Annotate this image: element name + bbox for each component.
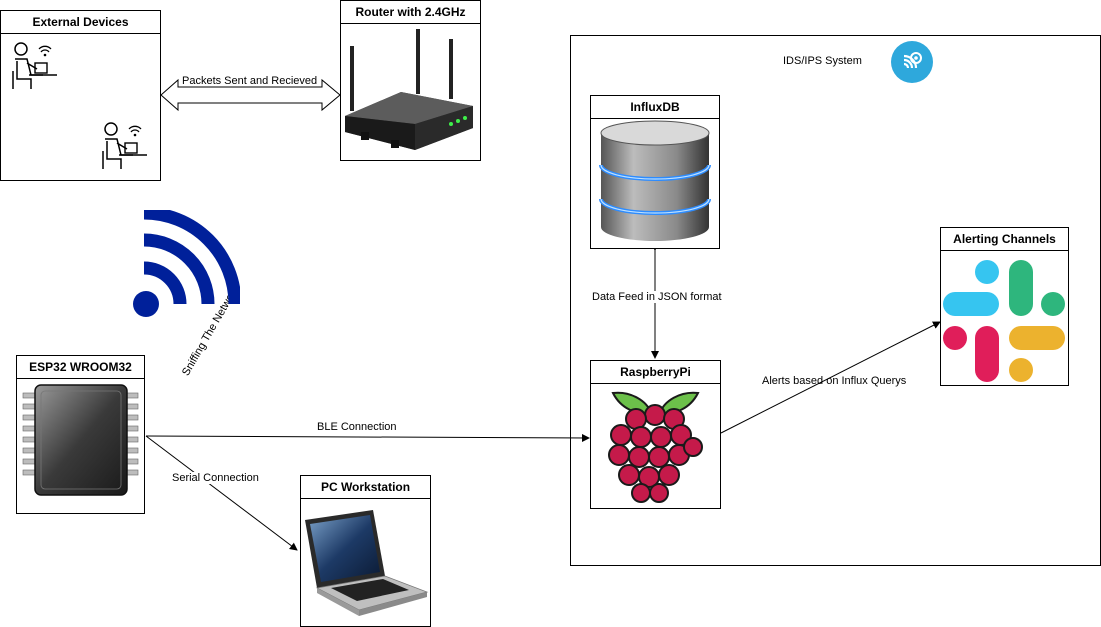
node-esp32: ESP32 WROOM32 (16, 355, 145, 514)
person-laptop-icon (12, 42, 57, 89)
alerts-edge (720, 321, 941, 434)
node-pc: PC Workstation (300, 475, 431, 627)
ids-ips-label: IDS/IPS System (783, 55, 862, 67)
node-raspberrypi: RaspberryPi (590, 360, 721, 509)
wifi-icon (133, 210, 240, 317)
data-feed-label: Data Feed in JSON format (592, 291, 722, 303)
laptop-icon (305, 510, 429, 616)
node-title: InfluxDB (591, 96, 719, 119)
raspberry-icon (608, 391, 703, 503)
chip-icon (22, 384, 139, 496)
node-title: PC Workstation (301, 476, 430, 499)
packets-label: Packets Sent and Recieved (182, 75, 318, 87)
node-influxdb: InfluxDB (590, 95, 720, 249)
alerts-label: Alerts based on Influx Querys (762, 375, 907, 387)
person-laptop-icon (102, 122, 147, 169)
ids-wifi-icon (891, 41, 933, 83)
serial-edge (145, 435, 298, 551)
node-router: Router with 2.4GHz (340, 0, 481, 161)
node-alerting: Alerting Channels (940, 227, 1069, 386)
serial-label: Serial Connection (172, 472, 259, 484)
node-title: Router with 2.4GHz (341, 1, 480, 24)
node-title: RaspberryPi (591, 361, 720, 384)
ble-label: BLE Connection (317, 421, 397, 433)
node-title: External Devices (1, 11, 160, 34)
node-external-devices: External Devices (0, 10, 161, 181)
ble-edge (145, 433, 590, 442)
node-title: ESP32 WROOM32 (17, 356, 144, 379)
node-title: Alerting Channels (941, 228, 1068, 251)
database-icon (599, 120, 711, 241)
router-icon (345, 29, 473, 150)
slack-icon (943, 260, 1065, 382)
